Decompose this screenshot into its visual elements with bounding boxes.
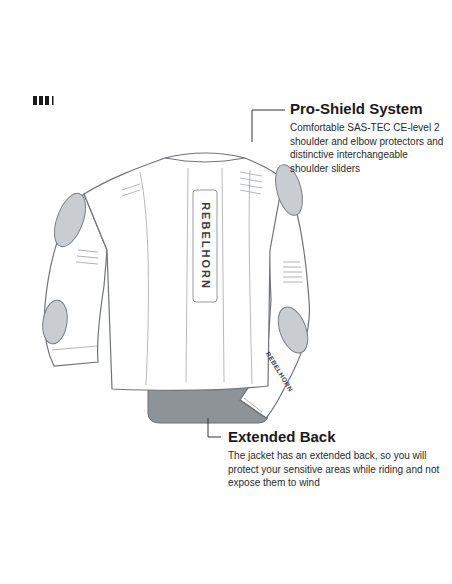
seams — [122, 168, 262, 385]
callout-text: Comfortable SAS-TEC CE-level 2 shoulder … — [290, 121, 448, 175]
protectors — [40, 162, 313, 357]
callout-text: The jacket has an extended back, so you … — [228, 449, 444, 490]
brand-mark — [33, 96, 54, 105]
callout-heading: Pro-Shield System — [290, 100, 448, 118]
stretch-ribs — [283, 262, 303, 282]
jacket-body — [84, 153, 283, 390]
callout-heading: Extended Back — [228, 428, 444, 446]
logo-frame — [193, 190, 217, 302]
brand-logo: REBELHORN — [264, 351, 294, 393]
leader-line — [208, 110, 285, 437]
brand-logo: REBELHORN — [200, 202, 211, 290]
